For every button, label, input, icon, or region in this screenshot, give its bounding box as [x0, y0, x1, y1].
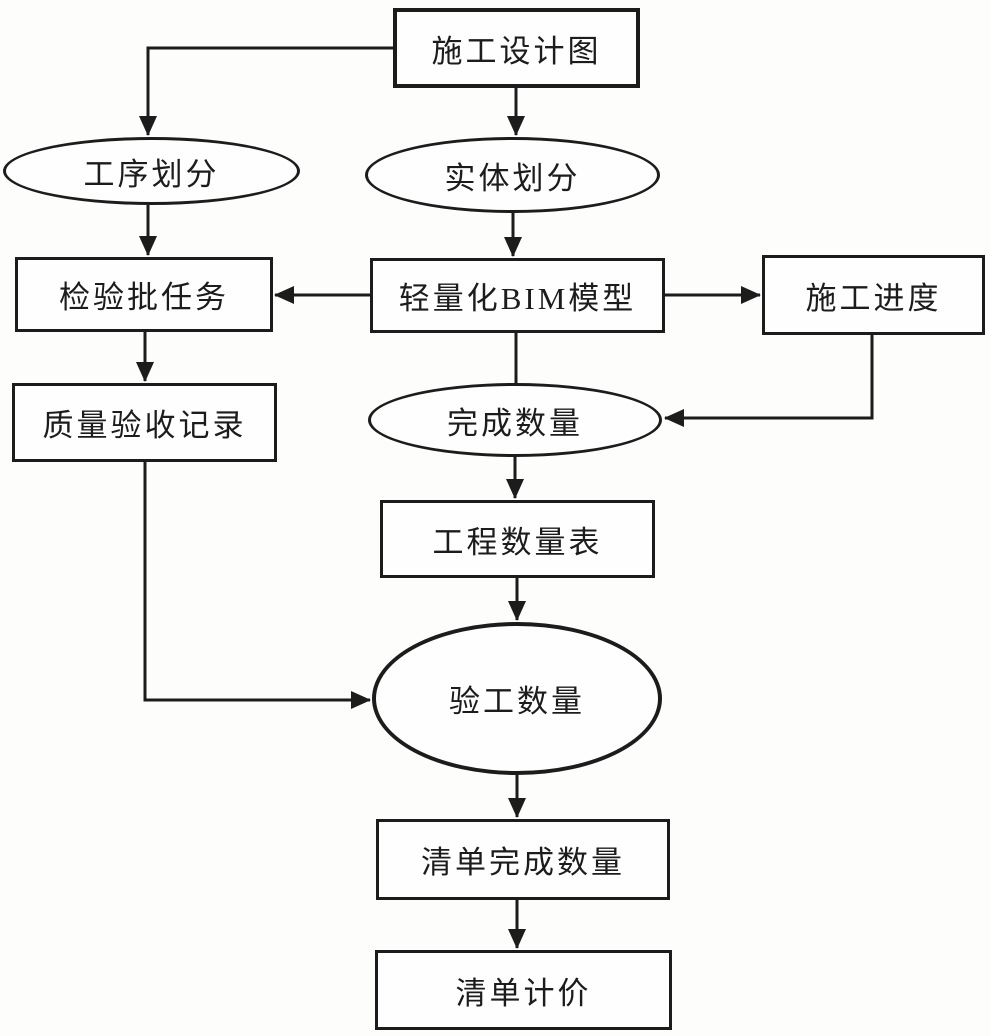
node-quality-acceptance-record: 质量验收记录: [12, 383, 277, 462]
node-accepted-work-quantity-label: 验工数量: [449, 684, 585, 719]
node-completed-quantity-label: 完成数量: [447, 405, 583, 441]
edge-quality-to-accepted: [143, 462, 371, 709]
node-list-pricing: 清单计价: [375, 950, 672, 1030]
node-entity-division-label: 实体划分: [444, 160, 581, 196]
node-process-division-label: 工序划分: [83, 156, 220, 192]
node-lightweight-bim-model-label: 轻量化BIM模型: [398, 281, 637, 316]
node-process-division: 工序划分: [3, 137, 300, 205]
node-engineering-quantity-table: 工程数量表: [380, 500, 655, 578]
node-entity-division: 实体划分: [365, 137, 660, 213]
node-construction-progress: 施工进度: [762, 255, 985, 335]
node-quality-acceptance-record-label: 质量验收记录: [42, 408, 247, 443]
node-construction-design-drawing-label: 施工设计图: [431, 33, 602, 69]
node-construction-progress-label: 施工进度: [805, 280, 942, 316]
node-construction-design-drawing: 施工设计图: [393, 8, 640, 88]
node-accepted-work-quantity: 验工数量: [372, 622, 662, 775]
edge-progress-to-completed: [664, 335, 874, 427]
node-inspection-batch-task-label: 检验批任务: [59, 280, 229, 315]
node-list-completed-quantity: 清单完成数量: [376, 819, 670, 900]
edge-design-to-process: [139, 46, 393, 136]
node-list-pricing-label: 清单计价: [455, 975, 592, 1011]
node-completed-quantity: 完成数量: [368, 383, 662, 457]
node-list-completed-quantity-label: 清单完成数量: [421, 845, 625, 880]
node-engineering-quantity-table-label: 工程数量表: [432, 524, 603, 560]
node-inspection-batch-task: 检验批任务: [15, 257, 273, 332]
node-lightweight-bim-model: 轻量化BIM模型: [370, 258, 665, 333]
